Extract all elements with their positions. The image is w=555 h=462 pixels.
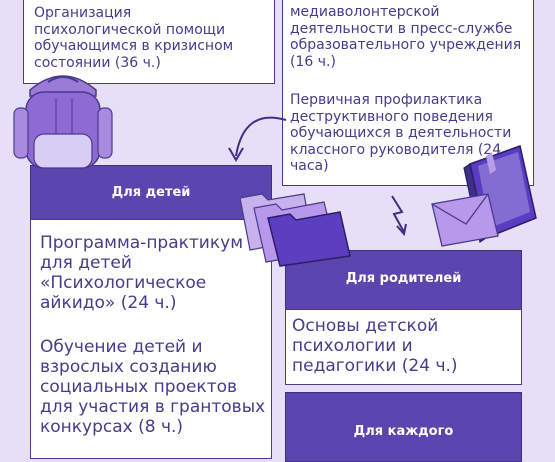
course-child-psychology: Основы детской психологии и педагогики (… bbox=[292, 316, 458, 376]
band-for-everyone: Для каждого bbox=[285, 392, 522, 462]
folder-icon bbox=[239, 193, 351, 267]
backpack-icon bbox=[13, 75, 113, 169]
zigzag-arrow-icon bbox=[391, 195, 407, 237]
course-media-volunteer: медиаволонтерской деятельности в пресс-с… bbox=[290, 4, 522, 70]
top-left-box bbox=[23, 0, 275, 84]
course-destructive-prevention: Первичная профилактика деструктивного по… bbox=[290, 92, 512, 175]
course-crisis-help: Организация психологической помощи обуча… bbox=[34, 5, 234, 71]
envelope-icon bbox=[431, 193, 499, 247]
course-psych-aikido: Программа-практикум для детей «Психологи… bbox=[40, 233, 244, 313]
curved-arrow-icon bbox=[228, 116, 287, 162]
parents-box bbox=[285, 309, 522, 385]
course-social-projects: Обучение детей и взрослых созданию социа… bbox=[40, 337, 266, 437]
